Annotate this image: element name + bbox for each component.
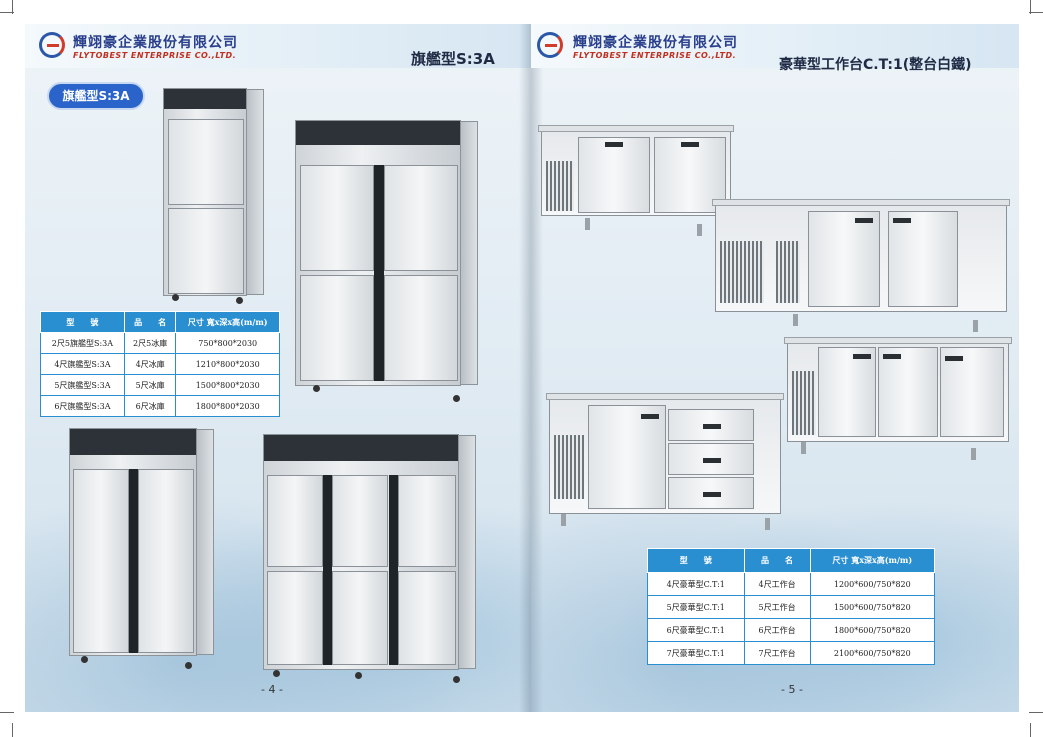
counter-leg (971, 448, 976, 460)
table-row: 5尺旗艦型S:3A 5尺冰庫 1500*800*2030 (40, 374, 280, 396)
page-left: 輝翊豪企業股份有限公司 FLYTOBEST ENTERPRISE CO.,LTD… (25, 24, 531, 712)
crop-mark (12, 0, 13, 14)
table-cell: 6尺旗艦型S:3A (40, 395, 125, 417)
table-header-row: 型 號 品 名 尺寸 寬x深x高(m/m) (40, 311, 280, 333)
table-cell: 4尺旗艦型S:3A (40, 353, 125, 375)
counter-leg (697, 224, 702, 236)
table-cell: 2100*600/750*820 (809, 641, 936, 665)
logo-icon (537, 32, 563, 58)
work-counter-2-door (538, 125, 734, 216)
fridge-2-door (163, 88, 264, 296)
column-header: 品 名 (123, 311, 177, 333)
caster (273, 670, 280, 677)
table-row: 5尺豪華型C.T:1 5尺工作台 1500*600/750*820 (647, 595, 936, 619)
table-cell: 4尺冰庫 (123, 353, 177, 375)
counter-leg (801, 442, 806, 454)
table-cell: 1200*600/750*820 (809, 572, 936, 596)
column-header: 尺寸 寬x深x高(m/m) (809, 548, 936, 573)
caster (185, 662, 192, 669)
page-number: - 5 - (781, 683, 803, 696)
table-cell: 1500*600/750*820 (809, 595, 936, 619)
table-row: 2尺5旗艦型S:3A 2尺5冰庫 750*800*2030 (40, 332, 280, 354)
page-title: 豪華型工作台C.T:1(整台白鐵) (779, 57, 972, 73)
brochure-spread: 輝翊豪企業股份有限公司 FLYTOBEST ENTERPRISE CO.,LTD… (25, 24, 1019, 712)
table-cell: 5尺工作台 (743, 595, 811, 619)
table-cell: 750*800*2030 (175, 332, 280, 354)
counter-leg (973, 320, 978, 332)
page-header: 輝翊豪企業股份有限公司 FLYTOBEST ENTERPRISE CO.,LTD… (531, 24, 1019, 73)
table-cell: 6尺工作台 (743, 618, 811, 642)
table-cell: 2尺5冰庫 (123, 332, 177, 354)
company-name-cn: 輝翊豪企業股份有限公司 (73, 35, 238, 51)
table-cell: 7尺工作台 (743, 641, 811, 665)
caster (453, 395, 460, 402)
column-header: 尺寸 寬x深x高(m/m) (175, 311, 280, 333)
table-cell: 5尺旗艦型S:3A (40, 374, 125, 396)
spec-table-freezers: 型 號 品 名 尺寸 寬x深x高(m/m) 2尺5旗艦型S:3A 2尺5冰庫 7… (40, 311, 280, 417)
table-cell: 5尺豪華型C.T:1 (647, 595, 745, 619)
page-header: 輝翊豪企業股份有限公司 FLYTOBEST ENTERPRISE CO.,LTD… (25, 24, 531, 68)
crop-mark (1029, 712, 1043, 713)
page-title: 旗艦型S:3A (411, 50, 495, 68)
table-cell: 1800*800*2030 (175, 395, 280, 417)
work-counter-corner (712, 199, 1010, 312)
table-cell: 1800*600/750*820 (809, 618, 936, 642)
fridge-2-tall-door (69, 428, 214, 656)
table-cell: 6尺冰庫 (123, 395, 177, 417)
crop-mark (0, 712, 14, 713)
crop-mark (1030, 723, 1031, 737)
table-cell: 7尺豪華型C.T:1 (647, 641, 745, 665)
caster (313, 385, 320, 392)
table-cell: 1210*800*2030 (175, 353, 280, 375)
counter-leg (793, 314, 798, 326)
crop-mark (1029, 12, 1043, 13)
crop-mark (0, 12, 14, 13)
table-row: 4尺旗艦型S:3A 4尺冰庫 1210*800*2030 (40, 353, 280, 375)
spec-table-workbenches: 型 號 品 名 尺寸 寬x深x高(m/m) 4尺豪華型C.T:1 4尺工作台 1… (647, 548, 936, 665)
logo-icon (39, 32, 65, 58)
column-header: 品 名 (743, 548, 811, 573)
page-right: 輝翊豪企業股份有限公司 FLYTOBEST ENTERPRISE CO.,LTD… (531, 24, 1019, 712)
model-badge: 旗艦型S:3A (47, 82, 145, 110)
caster (172, 294, 179, 301)
caster (453, 676, 460, 683)
table-cell: 4尺豪華型C.T:1 (647, 572, 745, 596)
counter-leg (585, 218, 590, 230)
fridge-6-door (263, 434, 476, 670)
company-name-cn: 輝翊豪企業股份有限公司 (573, 35, 738, 51)
table-row: 7尺豪華型C.T:1 7尺工作台 2100*600/750*820 (647, 641, 936, 665)
crop-mark (1030, 0, 1031, 14)
column-header: 型 號 (40, 311, 125, 333)
caster (81, 656, 88, 663)
table-row: 6尺豪華型C.T:1 6尺工作台 1800*600/750*820 (647, 618, 936, 642)
table-cell: 1500*800*2030 (175, 374, 280, 396)
page-number: - 4 - (261, 683, 283, 696)
table-header-row: 型 號 品 名 尺寸 寬x深x高(m/m) (647, 548, 936, 573)
table-cell: 6尺豪華型C.T:1 (647, 618, 745, 642)
table-cell: 5尺冰庫 (123, 374, 177, 396)
counter-leg (561, 514, 566, 526)
caster (355, 672, 362, 679)
column-header: 型 號 (647, 548, 745, 573)
company-name-en: FLYTOBEST ENTERPRISE CO.,LTD. (573, 51, 737, 60)
work-counter-drawers (546, 393, 784, 514)
crop-mark (12, 723, 13, 737)
table-row: 4尺豪華型C.T:1 4尺工作台 1200*600/750*820 (647, 572, 936, 596)
caster (236, 297, 243, 304)
table-cell: 2尺5旗艦型S:3A (40, 332, 125, 354)
table-cell: 4尺工作台 (743, 572, 811, 596)
fridge-4-door (295, 120, 478, 386)
counter-leg (765, 518, 770, 530)
company-name-en: FLYTOBEST ENTERPRISE CO.,LTD. (73, 51, 237, 60)
work-counter-3-door (784, 337, 1012, 442)
table-row: 6尺旗艦型S:3A 6尺冰庫 1800*800*2030 (40, 395, 280, 417)
